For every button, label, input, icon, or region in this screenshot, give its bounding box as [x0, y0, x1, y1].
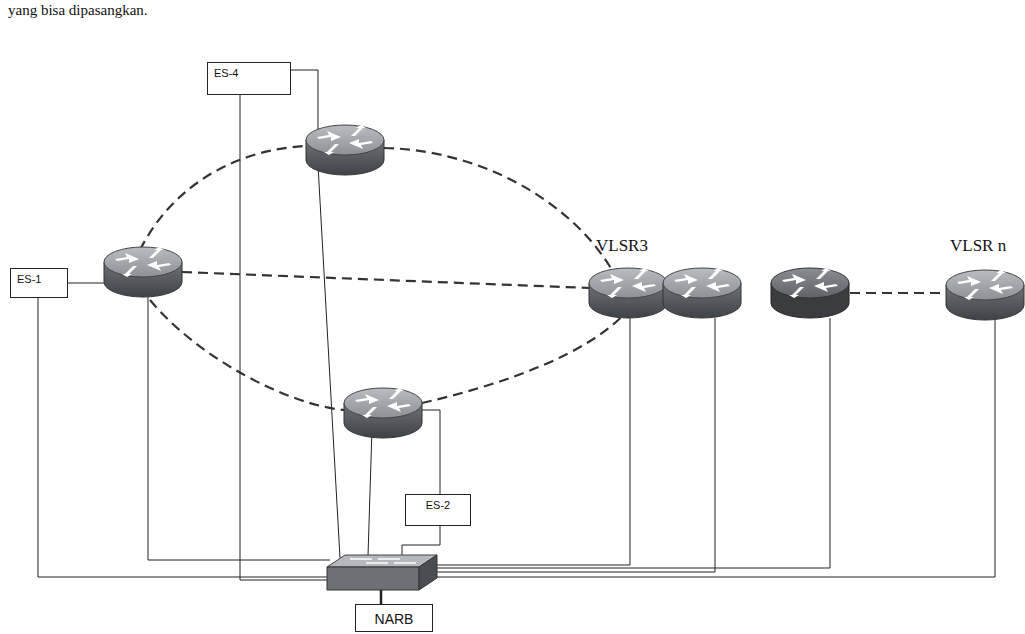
system-box: ES-2: [405, 494, 471, 526]
text-fragment: yang bisa dipasangkan.: [8, 2, 148, 19]
box-label: ES-2: [426, 499, 450, 512]
system-box: ES-4: [207, 62, 291, 95]
router-label: VLSR n: [950, 236, 1022, 259]
wire: [38, 70, 995, 580]
node-name: VLSR3: [596, 236, 648, 256]
box-label: NARB: [375, 611, 414, 628]
dashed-link: [140, 146, 947, 410]
box-label: ES-4: [214, 67, 238, 80]
wire: [380, 590, 383, 604]
router-icon: [104, 125, 1024, 438]
system-box: NARB: [355, 604, 433, 632]
node-name: VLSR n: [950, 236, 1006, 256]
box-label: ES-1: [17, 273, 41, 286]
switch-icon: [327, 555, 437, 590]
router-label: VLSR3: [596, 236, 676, 259]
system-box: ES-1: [10, 268, 68, 298]
